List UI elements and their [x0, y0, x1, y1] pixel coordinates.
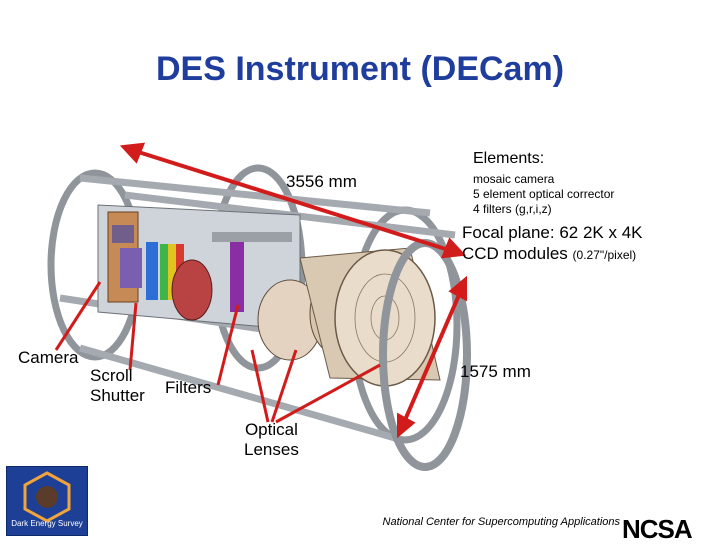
footer-org-name: National Center for Supercomputing Appli… — [382, 516, 620, 528]
optical-label: Optical — [244, 420, 298, 439]
ncsa-logo: NCSA — [622, 514, 693, 544]
optical-lenses-label: Optical Lenses — [244, 420, 299, 460]
des-logo-text: Dark Energy Survey — [11, 519, 83, 528]
length-dimension-label: 3556 mm — [286, 172, 357, 191]
scroll-shutter-label: Scroll Shutter — [90, 366, 145, 406]
elements-item: 5 element optical corrector — [473, 187, 615, 201]
focal-plane-ccd: CCD modules — [462, 244, 568, 263]
page-title: DES Instrument (DECam) — [155, 50, 565, 88]
camera-label: Camera — [18, 348, 79, 367]
dimension-arrows — [119, 142, 467, 439]
des-logo: Dark Energy Survey — [6, 466, 88, 536]
elements-item: mosaic camera — [473, 172, 555, 186]
callout-lines — [54, 281, 381, 424]
elements-list: mosaic camera 5 element optical correcto… — [473, 172, 614, 217]
elements-item: 4 filters (g,r,i,z) — [473, 202, 552, 216]
scroll-label: Scroll — [90, 366, 133, 385]
cylinder-body — [97, 204, 301, 331]
focal-plane-line1: Focal plane: 62 2K x 4K — [462, 223, 643, 242]
focal-plane-text: Focal plane: 62 2K x 4K CCD modules (0.2… — [462, 222, 643, 266]
diameter-dimension-label: 1575 mm — [460, 362, 531, 381]
shutter-label: Shutter — [90, 386, 145, 405]
focal-plane-line2: CCD modules (0.27"/pixel) — [462, 243, 643, 266]
des-logo-icon — [23, 471, 71, 523]
elements-heading: Elements: — [473, 150, 545, 167]
filters-label: Filters — [165, 378, 212, 397]
focal-plane-scale: (0.27"/pixel) — [572, 248, 637, 262]
lenses-label: Lenses — [244, 440, 299, 459]
